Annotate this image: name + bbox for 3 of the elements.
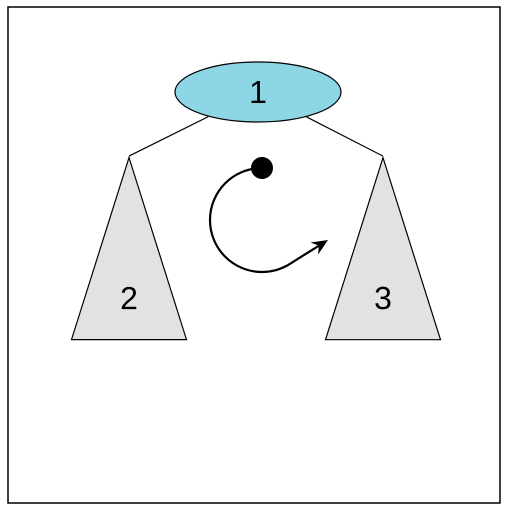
connector-line [128, 116, 209, 157]
connector-line [306, 116, 384, 157]
ellipse-node: 1 [174, 61, 342, 123]
